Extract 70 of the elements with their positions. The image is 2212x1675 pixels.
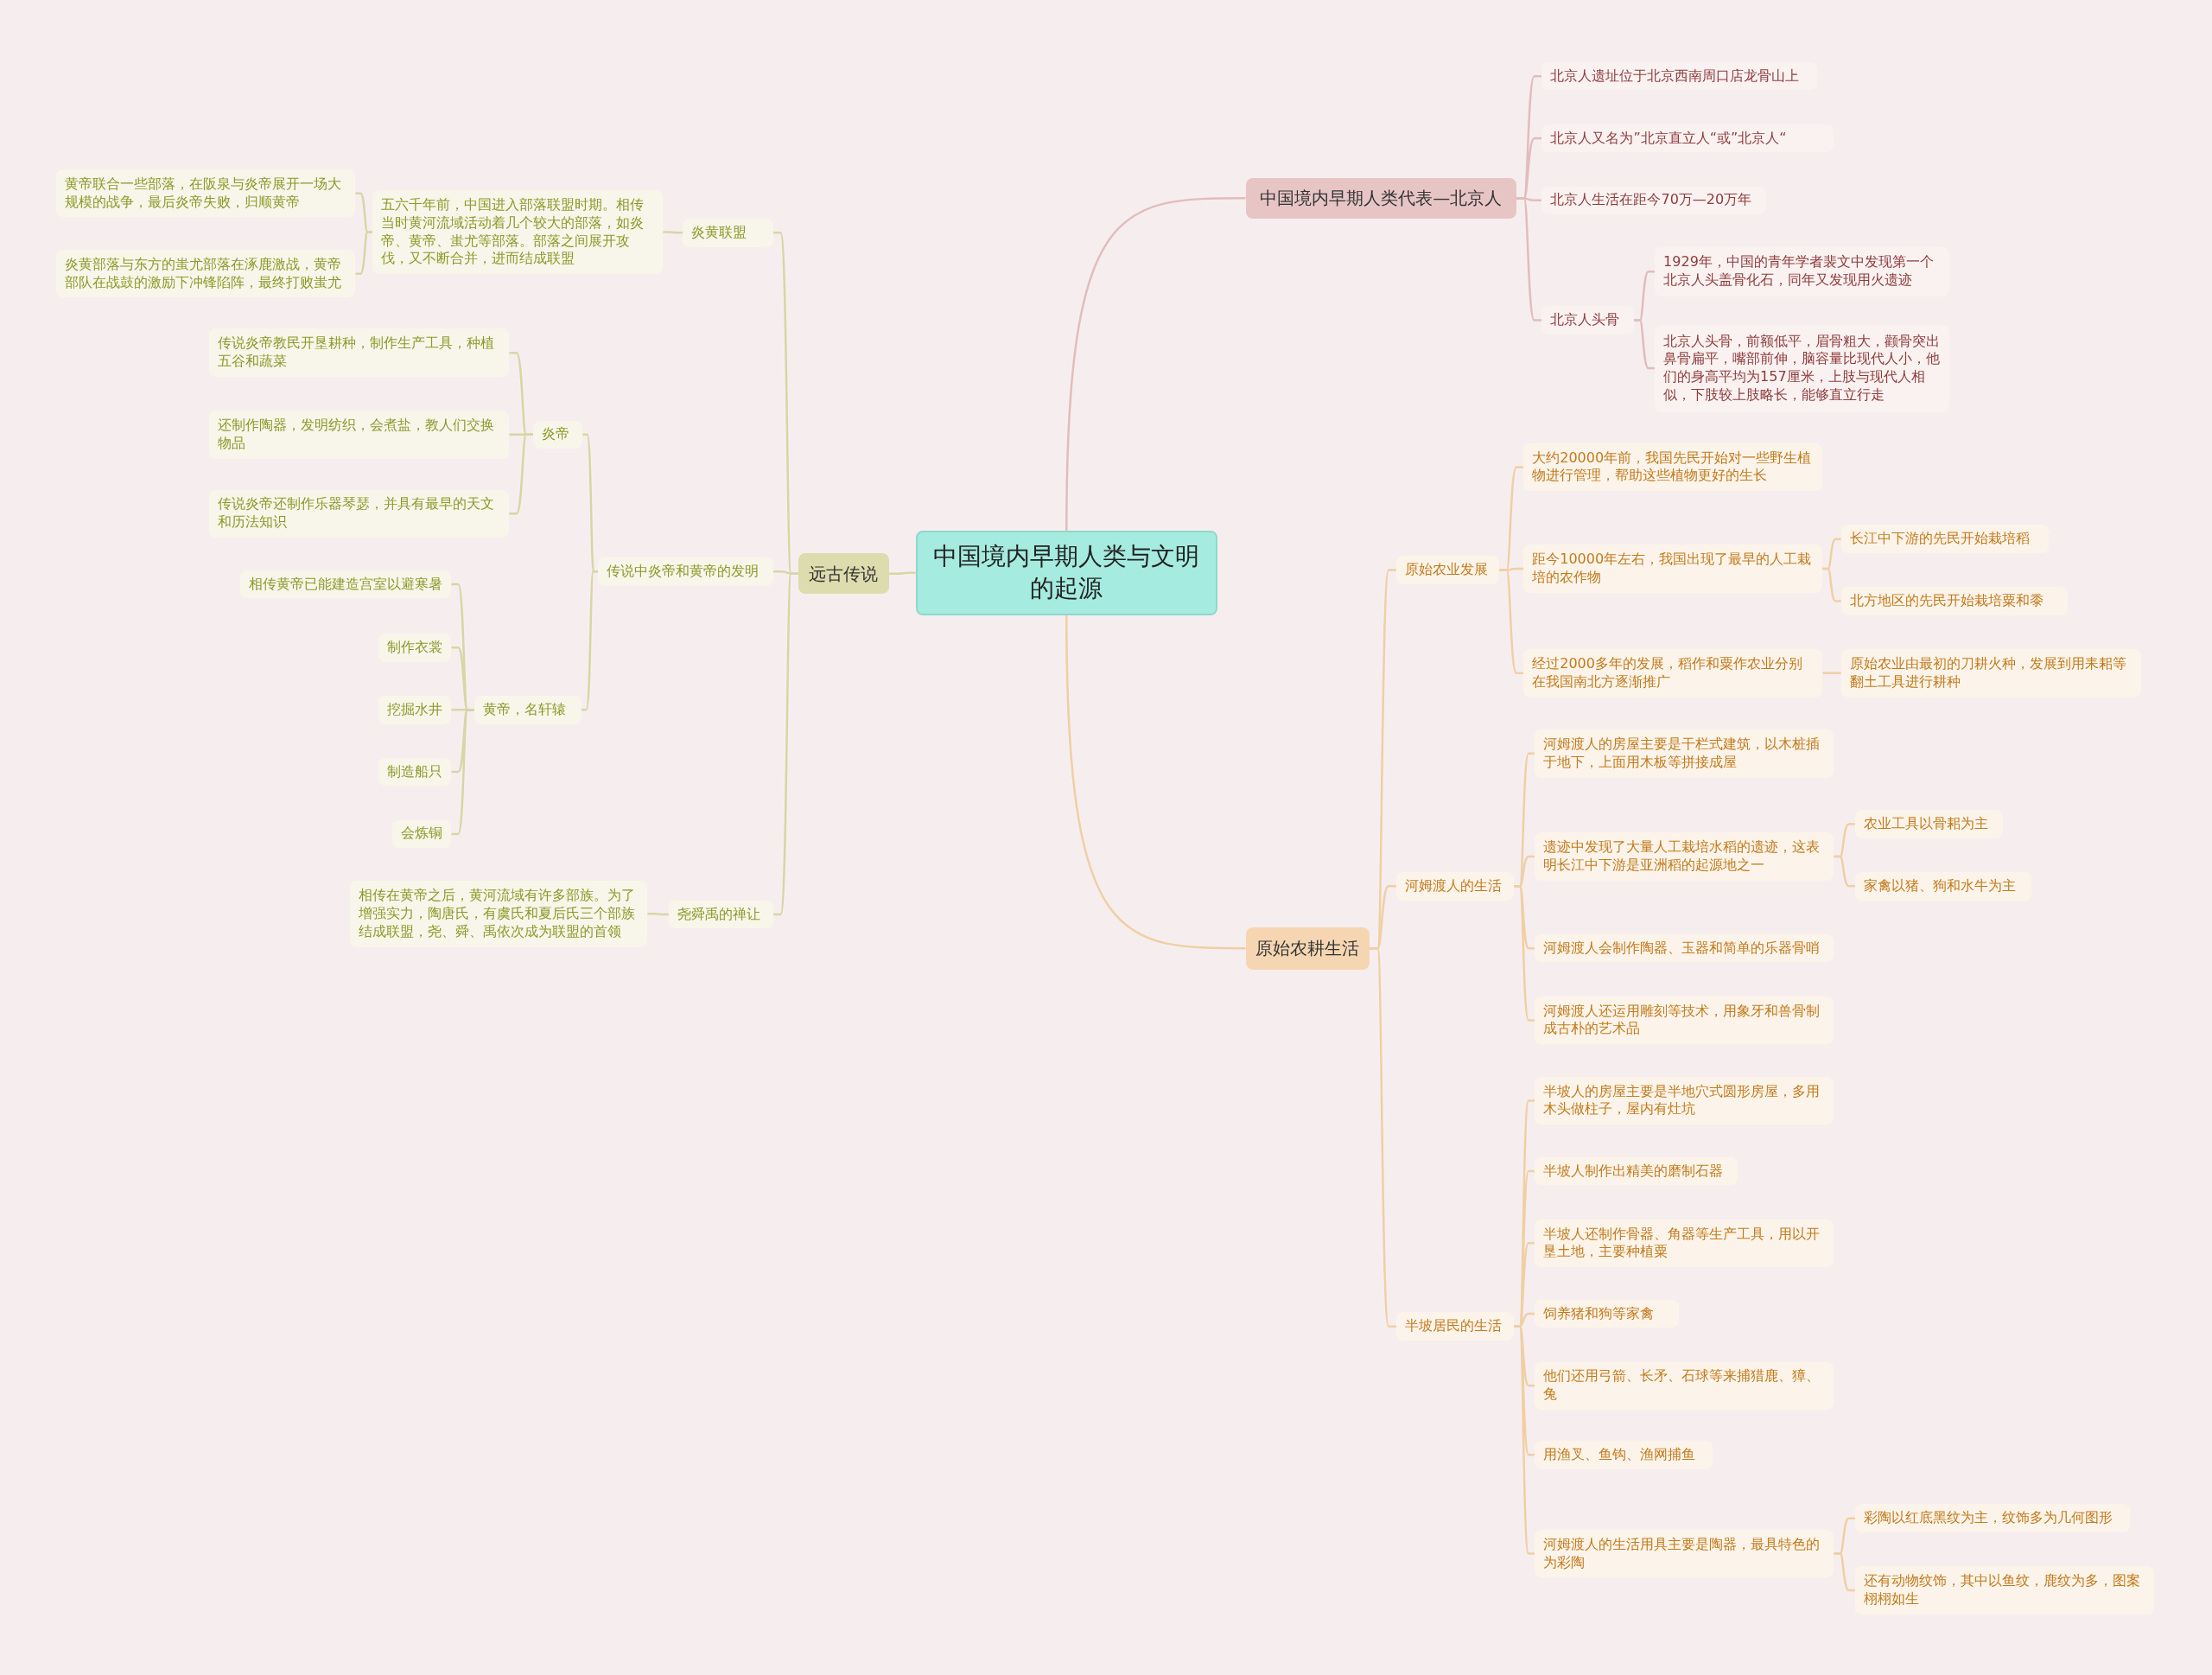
- topic-box: 河姆渡人的生活: [1396, 871, 1514, 901]
- topic-box: 传说炎帝教民开垦耕种，制作生产工具，种植五谷和蔬菜: [208, 328, 510, 377]
- main-topic: 中国境内早期人类代表—北京人: [1245, 177, 1517, 220]
- connector-line: [772, 572, 799, 916]
- topic-box: 大约20000年前，我国先民开始对一些野生植物进行管理，帮助这些植物更好的生长: [1523, 443, 1823, 492]
- connector-line: [888, 571, 916, 575]
- topic-box: 会炼铜: [392, 819, 452, 849]
- central-topic: 中国境内早期人类与文明的起源: [915, 530, 1217, 615]
- main-topic: 原始农耕生活: [1245, 927, 1370, 970]
- topic-box: 黄帝，名轩辕: [474, 695, 582, 724]
- connector-line: [1065, 615, 1246, 950]
- topic-box: 饲养猪和狗等家禽: [1535, 1299, 1679, 1328]
- topic-box: 还制作陶器，发明纺织，会煮盐，教人们交换物品: [208, 411, 510, 459]
- topic-box: 家禽以猪、狗和水牛为主: [1854, 871, 2031, 901]
- topic-box: 相传在黄帝之后，黄河流域有许多部族。为了增强实力，陶唐氏，有虞氏和夏后氏三个部族结成联盟，尧、舜、禹依次成为联盟的首领: [349, 880, 648, 947]
- topic-box: 北京人头骨: [1541, 306, 1634, 334]
- topic-box: 挖掘水井: [378, 695, 452, 724]
- topic-box: 半坡居民的生活: [1396, 1312, 1514, 1341]
- connector-line: [1513, 1325, 1535, 1555]
- topic-box: 制造船只: [378, 757, 452, 787]
- topic-box: 距今10000年左右，我国出现了最早的人工栽培的农作物: [1523, 545, 1823, 593]
- connector-line: [663, 231, 683, 234]
- topic-box: 传说中炎帝和黄帝的发明: [598, 557, 773, 586]
- topic-box: 用渔叉、鱼钩、渔网捕鱼: [1535, 1440, 1713, 1469]
- connector-line: [1822, 672, 1841, 674]
- connector-line: [1513, 885, 1535, 1022]
- topic-box: 河姆渡人还运用雕刻等技术，用象牙和兽骨制成古朴的艺术品: [1535, 996, 1834, 1045]
- topic-box: 半坡人制作出精美的磨制石器: [1535, 1156, 1738, 1186]
- topic-box: 1929年，中国的青年学者裴文中发现第一个北京人头盖骨化石，同年又发现用火遗迹: [1655, 246, 1950, 296]
- connector-line: [1516, 197, 1542, 322]
- topic-box: 传说炎帝还制作乐器琴瑟，并具有最早的天文和历法知识: [208, 489, 510, 538]
- topic-box: 炎黄部落与东方的蚩尤部落在涿鹿激战，黄帝部队在战鼓的激励下冲锋陷阵，最终打败蚩尤: [56, 249, 356, 298]
- topic-box: 炎黄联盟: [683, 219, 773, 247]
- topic-box: 长江中下游的先民开始栽培稻: [1840, 525, 2049, 553]
- topic-box: 炎帝: [533, 420, 583, 449]
- topic-box: 他们还用弓箭、长矛、石球等来捕猎鹿、獐、兔: [1535, 1361, 1834, 1410]
- topic-box: 原始农业由最初的刀耕火种，发展到用耒耜等翻土工具进行耕种: [1840, 649, 2142, 697]
- topic-box: 原始农业发展: [1396, 556, 1500, 584]
- connector-line: [509, 433, 534, 515]
- topic-box: 尧舜禹的禅让: [668, 900, 773, 929]
- connector-line: [1822, 567, 1841, 602]
- topic-box: 河姆渡人会制作陶器、玉器和简单的乐器骨哨: [1535, 933, 1834, 963]
- connector-line: [647, 912, 669, 916]
- topic-box: 彩陶以红底黑纹为主，纹饰多为几何图形: [1854, 1504, 2131, 1533]
- connector-line: [1834, 1552, 1855, 1592]
- connector-line: [1633, 319, 1656, 370]
- topic-box: 农业工具以骨耜为主: [1854, 810, 2004, 838]
- topic-box: 五六千年前，中国进入部落联盟时期。相传当时黄河流域活动着几个较大的部落，如炎帝、黄帝、蚩尤等部落。部落之间展开攻伐，又不断合并，进而结成联盟: [372, 190, 664, 274]
- connector-line: [581, 570, 599, 711]
- topic-box: 北京人生活在距今70万—20万年: [1541, 186, 1767, 215]
- topic-box: 北京人遗址位于北京西南周口店龙骨山上: [1541, 61, 1817, 91]
- connector-line: [355, 231, 373, 275]
- topic-box: 北京人又名为”北京直立人“或”北京人“: [1541, 124, 1834, 153]
- topic-box: 北方地区的先民开始栽培粟和黍: [1840, 587, 2069, 615]
- topic-box: 北京人头骨，前额低平，眉骨粗大，颧骨突出鼻骨扁平，嘴部前伸，脑容量比现代人小，他们的身高平均为157厘米，上肢与现代人相似，下肢较上肢略长，能够直立行走: [1655, 324, 1950, 412]
- connector-line: [1065, 197, 1246, 531]
- topic-box: 相传黄帝已能建造宫室以避寒暑: [239, 570, 452, 599]
- topic-box: 经过2000多年的发展，稻作和粟作农业分别在我国南北方逐渐推广: [1523, 649, 1823, 697]
- topic-box: 半坡人还制作骨器、角器等生产工具，用以开垦土地，主要种植粟: [1535, 1219, 1834, 1268]
- connector-line: [1370, 946, 1397, 1328]
- connector-line: [1499, 569, 1524, 674]
- topic-box: 黄帝联合一些部落，在阪泉与炎帝展开一场大规模的战争，最后炎帝失败，归顺黄帝: [56, 169, 356, 218]
- topic-box: 河姆渡人的房屋主要是干栏式建筑，以木桩插于地下，上面用木板等拼接成屋: [1535, 729, 1834, 778]
- topic-box: 遗迹中发现了大量人工栽培水稻的遗迹，这表明长江中下游是亚洲稻的起源地之一: [1535, 832, 1834, 881]
- topic-box: 半坡人的房屋主要是半地穴式圆形房屋，多用木头做柱子，屋内有灶坑: [1535, 1076, 1834, 1125]
- topic-box: 河姆渡人的生活用具主要是陶器，最具特色的为彩陶: [1535, 1529, 1834, 1578]
- topic-box: 制作衣裳: [378, 634, 452, 662]
- topic-box: 还有动物纹饰，其中以鱼纹，鹿纹为多，图案栩栩如生: [1854, 1566, 2155, 1614]
- main-topic: 远古传说: [798, 553, 889, 595]
- connector-line: [1834, 855, 1855, 888]
